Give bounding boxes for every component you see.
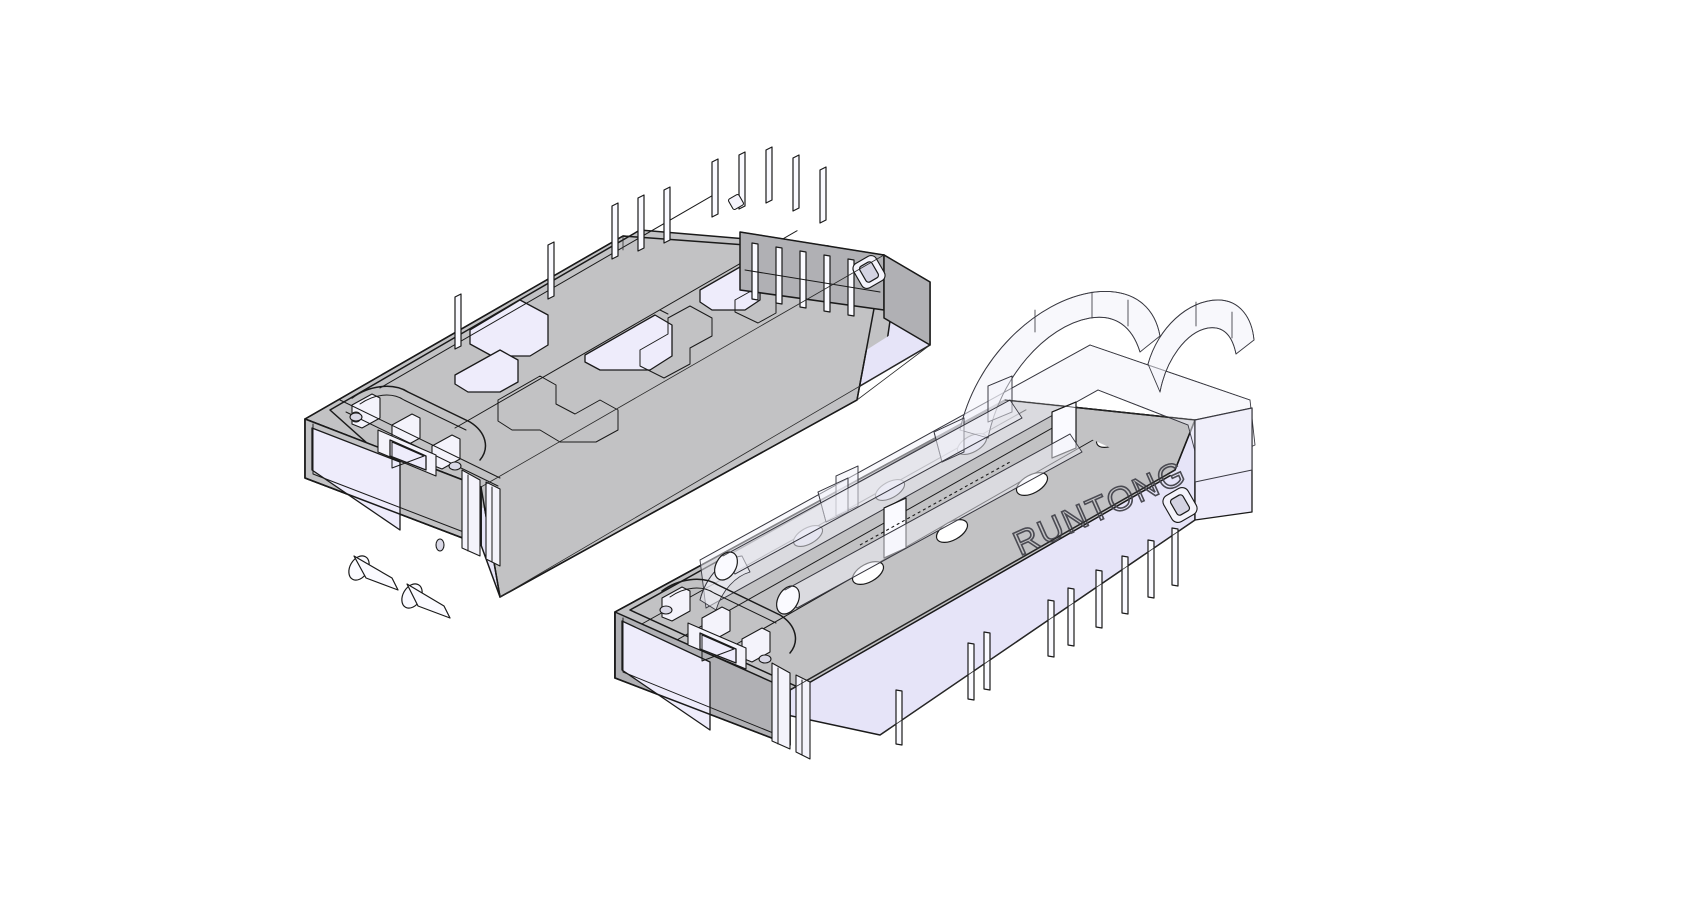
right-cage-edge-line-1 [1004, 399, 1196, 421]
left-cage-bezel-rim [304, 418, 482, 546]
right-cage-light-pipes [714, 399, 1083, 615]
left-cage-port-opening-inner [311, 427, 401, 531]
left-cage-top-square-detail [727, 193, 745, 211]
left-cage-edge-line-1 [480, 254, 885, 488]
left-cage-emi-fingers-front [339, 385, 501, 487]
right-cage-edge-line-3 [879, 519, 1196, 736]
left-cage-rear-finger-comb [739, 231, 885, 317]
left-cage-emi-fingers-side [435, 469, 501, 567]
right-cage-triangle-emboss [687, 622, 747, 670]
left-cage-light-pipes [348, 555, 451, 619]
left-cage-edge-line-3 [856, 344, 931, 401]
left-cage-pressfit-pins-top [454, 146, 827, 350]
right-cage-pressfit-pins-bottom [895, 527, 1179, 746]
left-cage-triangle-emboss [377, 429, 437, 477]
right-cage-rear-ghost [1194, 407, 1253, 483]
sfp-cage-left [304, 146, 931, 619]
right-cage-edge-line-2 [789, 469, 1176, 691]
right-cage-emi-fingers-front [659, 578, 797, 664]
right-cage-port-opening-inner [621, 620, 711, 731]
sfp-cage-right: RUNTONG [614, 291, 1256, 760]
right-cage-emi-fingers-side [771, 662, 811, 760]
left-cage-edge-line-2 [499, 344, 931, 598]
left-cage-latch-window [852, 255, 886, 289]
right-cage-latch-window [1162, 487, 1198, 523]
